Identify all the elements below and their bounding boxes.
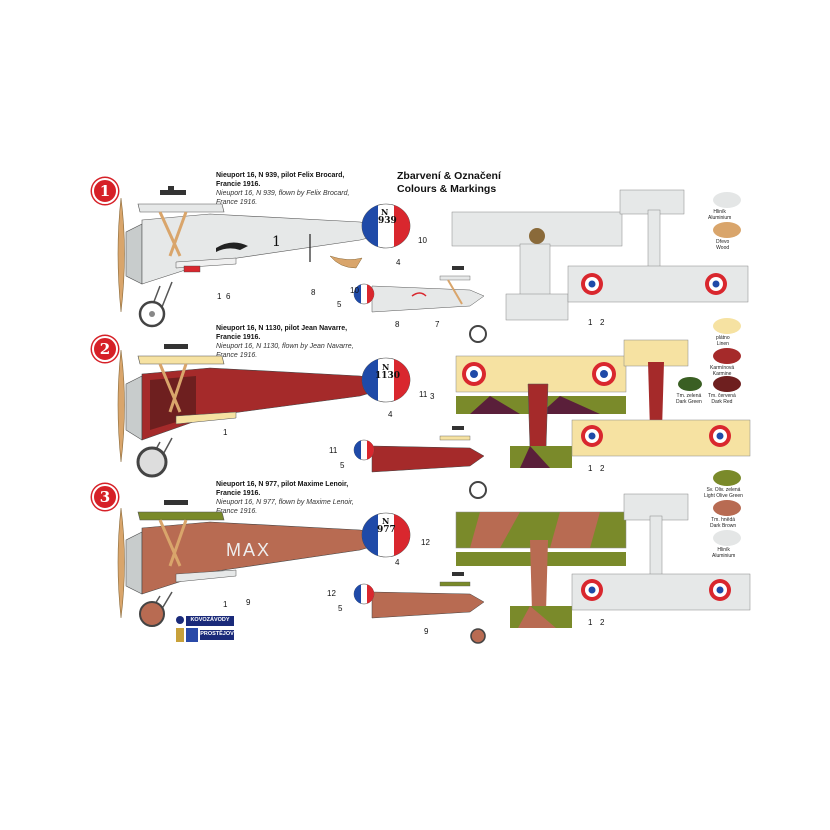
scheme-1-side-number: 1 <box>272 234 281 250</box>
header-english: Colours & Markings <box>397 183 497 195</box>
callout-s2p-2: 2 <box>600 464 605 473</box>
scheme-1-small-side-view <box>353 266 487 343</box>
scheme-1-side-view <box>117 186 411 328</box>
swatch-1 <box>713 222 741 238</box>
scheme-2-small-side-view <box>353 426 487 499</box>
scheme-3-small-side-view <box>353 572 486 644</box>
scheme-2-caption-cz: Nieuport 16, N 1130, pilot Jean Navarre, <box>216 325 348 332</box>
logo-line-1: KOVOZÁVODY <box>186 616 234 626</box>
callout-s3s-12: 12 <box>327 589 336 598</box>
callout-s3-1: 1 <box>223 600 228 609</box>
scheme-1-serial-n: N <box>381 207 389 217</box>
logo-line-2: PROSTĚJOV <box>200 630 234 640</box>
swatch-5 <box>713 376 741 392</box>
scheme-1-caption-cz-2: Francie 1916. <box>216 181 261 188</box>
scheme-3-caption-en: Nieuport 16, N 977, flown by Maxime Leno… <box>216 499 354 506</box>
callout-s1s-5: 5 <box>337 300 342 309</box>
swatch-0 <box>713 192 741 208</box>
scheme-1-serial: 939 <box>378 216 397 226</box>
colour-swatches <box>678 192 741 546</box>
scheme-1-plan-views <box>451 189 749 321</box>
scheme-2-caption-en-2: France 1916. <box>216 352 258 359</box>
callout-s1s-7: 7 <box>435 320 440 329</box>
scheme-3-fuselage-text: MAX <box>226 540 272 560</box>
scheme-2-plan-views <box>455 339 751 468</box>
callout-s3s-5: 5 <box>338 604 343 613</box>
swatch-6 <box>713 470 741 486</box>
header-czech: Zbarvení & Označení <box>397 170 501 182</box>
scheme-3-side-view <box>117 500 411 627</box>
callout-s2-11: 11 <box>419 390 428 399</box>
callout-s3-9: 9 <box>246 598 251 607</box>
callout-s3p-1: 1 <box>588 618 593 627</box>
scheme-1-badge: 1 <box>92 178 118 204</box>
callout-s2-1: 1 <box>223 428 228 437</box>
scheme-1-caption-en: Nieuport 16, N 939, flown by Felix Broca… <box>216 190 350 197</box>
callout-s3-12: 12 <box>421 538 430 547</box>
callout-s1s-8: 8 <box>395 320 400 329</box>
callout-s1s-10: 10 <box>350 286 359 295</box>
callout-s1-4: 4 <box>396 258 401 267</box>
swatch-8 <box>713 530 741 546</box>
scheme-3-caption-en-2: France 1916. <box>216 508 258 515</box>
scheme-3-caption-cz: Nieuport 16, N 977, pilot Maxime Lenoir, <box>216 481 349 488</box>
scheme-1-caption-cz: Nieuport 16, N 939, pilot Felix Brocard, <box>216 172 345 179</box>
callout-s2p-3: 3 <box>430 392 435 401</box>
scheme-2-serial-n: N <box>382 362 390 372</box>
scheme-1-caption-en-2: France 1916. <box>216 199 258 206</box>
callout-s2s-11: 11 <box>329 446 338 455</box>
scheme-2-caption-en: Nieuport 16, N 1130, flown by Jean Navar… <box>216 343 354 350</box>
callout-s3s-9: 9 <box>424 627 429 636</box>
callout-s1p-2: 2 <box>600 318 605 327</box>
scheme-3-plan-views <box>455 493 751 628</box>
scheme-2-caption-cz-2: Francie 1916. <box>216 334 261 341</box>
scheme-2-serial: 1130 <box>375 371 401 381</box>
scheme-3-serial: 977 <box>377 525 396 535</box>
scheme-3-badge: 3 <box>92 484 118 510</box>
callout-s3-4: 4 <box>395 558 400 567</box>
callout-s2-4: 4 <box>388 410 393 419</box>
swatch-7 <box>713 500 741 516</box>
callout-s1-10: 10 <box>418 236 427 245</box>
swatch-3 <box>713 348 741 364</box>
swatch-2 <box>713 318 741 334</box>
callout-s3p-2: 2 <box>600 618 605 627</box>
callout-s1-8: 8 <box>311 288 316 297</box>
callout-s1-1: 1 <box>217 292 222 301</box>
callout-s2p-1: 1 <box>588 464 593 473</box>
scheme-2-badge: 2 <box>92 336 118 362</box>
callout-s1p-1: 1 <box>588 318 593 327</box>
swatch-4 <box>678 377 702 391</box>
scheme-3-caption-cz-2: Francie 1916. <box>216 490 261 497</box>
scheme-2-side-view <box>117 344 411 478</box>
kovozavody-logo: KOVOZÁVODY PROSTĚJOV <box>176 616 234 646</box>
scheme-3-serial-n: N <box>382 516 390 526</box>
callout-s1-6: 6 <box>226 292 231 301</box>
callout-s2s-5: 5 <box>340 461 345 470</box>
